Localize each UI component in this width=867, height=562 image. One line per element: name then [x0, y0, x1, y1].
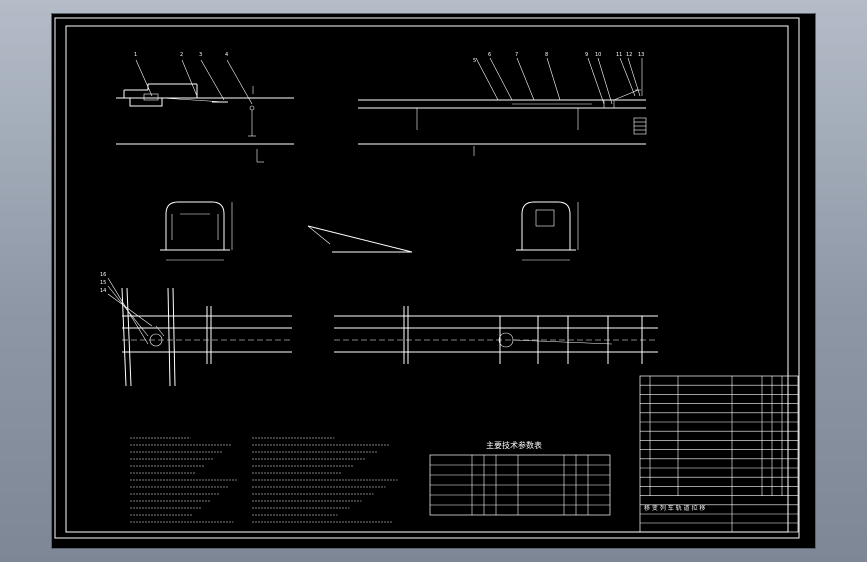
slope-detail [307, 225, 413, 253]
part-label: 10 [595, 52, 601, 58]
parts-list-table: 移 变 列 车 轨 道 拉 移 [639, 375, 799, 533]
elevation-view-right [358, 89, 647, 156]
part-label: 6 [488, 52, 491, 58]
part-label: 11 [616, 52, 622, 58]
notes-right-text-block [252, 437, 398, 523]
part-label: 2 [180, 52, 183, 58]
part-label: 4 [225, 52, 228, 58]
part-leaders-top [135, 57, 643, 105]
part-label: 7 [515, 52, 518, 58]
part-label: 9 [585, 52, 588, 58]
cad-drawing: 1 2 3 4 5 6 7 8 9 10 11 12 13 [54, 17, 800, 539]
notes-left-text-block [130, 437, 237, 523]
section-view-a [160, 201, 233, 261]
part-label: 12 [626, 52, 632, 58]
drawing-viewport[interactable]: 1 2 3 4 5 6 7 8 9 10 11 12 13 [52, 14, 815, 548]
part-label: 3 [199, 52, 202, 58]
part-labels-top: 1 2 3 4 5 6 7 8 9 10 11 12 13 [134, 52, 644, 64]
plan-view-left [107, 277, 292, 387]
outer-frame [54, 17, 800, 539]
part-label: 15 [100, 280, 106, 286]
elevation-view-left [116, 83, 294, 163]
part-label: 1 [134, 52, 137, 58]
inner-frame [65, 25, 789, 533]
section-view-b [516, 201, 579, 261]
part-label: 13 [638, 52, 644, 58]
part-label: 5 [473, 58, 476, 64]
spec-table: 主要技术参数表 [429, 440, 611, 516]
part-label: 8 [545, 52, 548, 58]
title-block-name: 移 变 列 车 轨 道 拉 移 [644, 504, 705, 512]
spec-table-title: 主要技术参数表 [486, 440, 542, 450]
plan-part-labels: 16 15 14 [100, 272, 106, 294]
part-label: 14 [100, 288, 106, 294]
plan-view-right [334, 306, 658, 364]
part-label: 16 [100, 272, 106, 278]
